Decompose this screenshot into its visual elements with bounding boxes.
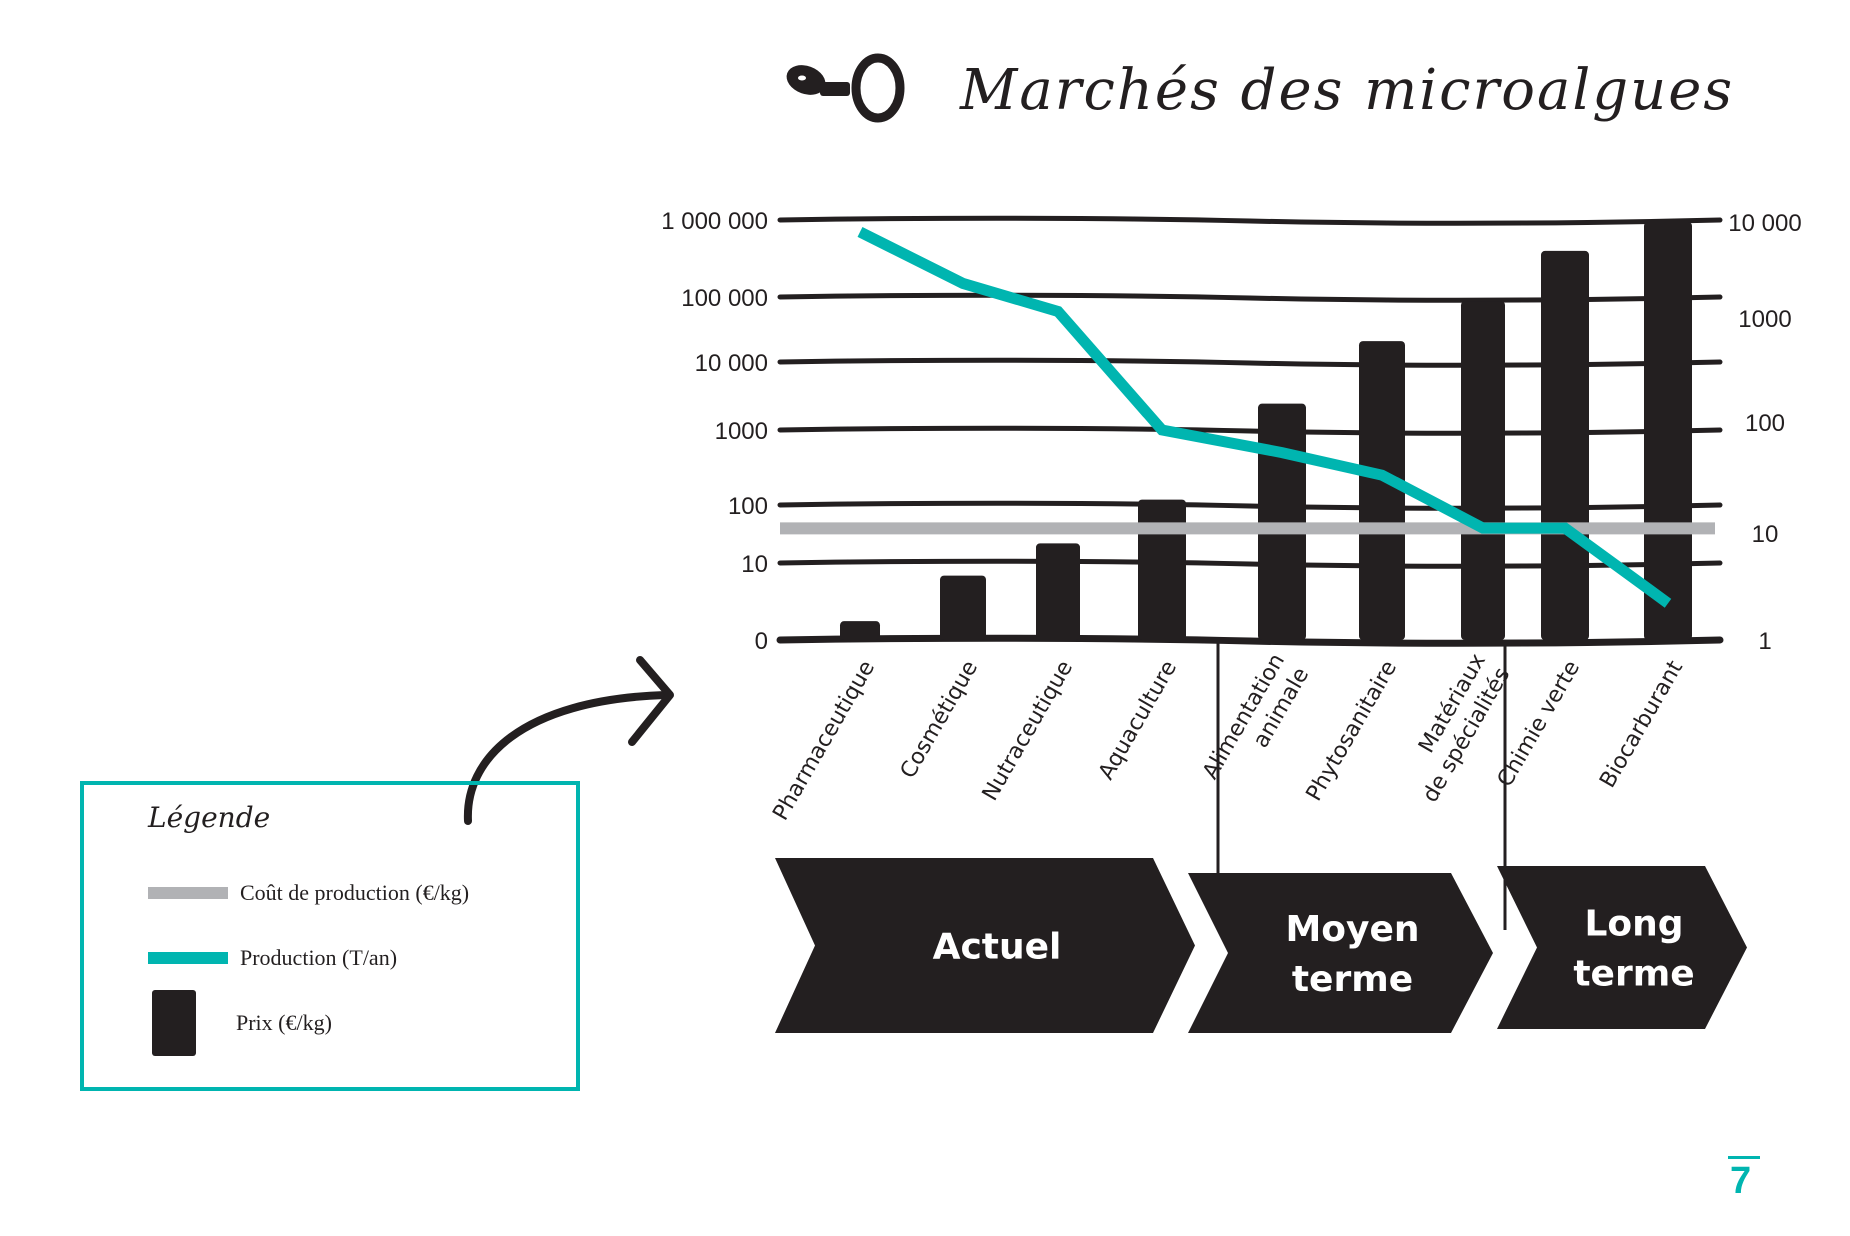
left-axis-tick: 10 000: [695, 350, 768, 377]
right-axis-tick: 10 000: [1728, 210, 1801, 237]
phase-arrow: [1188, 873, 1493, 1033]
cost-swatch: [148, 887, 228, 899]
magnifier-icon: [786, 53, 905, 123]
category-label-line: Cosmétique: [896, 657, 983, 783]
category-label: Cosmétique: [896, 657, 983, 783]
production-swatch: [148, 952, 228, 964]
category-label: Biocarburant: [1595, 656, 1688, 792]
right-axis-tick: 100: [1745, 410, 1785, 437]
category-label-line: Pharmaceutique: [768, 657, 880, 825]
page-title: Marchés des microalgues: [960, 58, 1735, 123]
arrowhead-icon: [628, 656, 674, 746]
price-bar: [1036, 543, 1080, 640]
left-axis-tick: 100: [728, 493, 768, 520]
price-bar: [1541, 250, 1589, 641]
curved-arrow-icon: [463, 691, 669, 825]
right-axis-tick: 10: [1752, 521, 1779, 548]
gridline: [777, 215, 1723, 226]
price-bar: [840, 621, 880, 640]
category-label-line: Nutraceutique: [978, 657, 1078, 806]
gridline: [776, 634, 1724, 647]
right-axis-tick: 1: [1758, 628, 1771, 655]
phase-label: terme: [1573, 954, 1694, 995]
left-axis-tick: 100 000: [681, 285, 768, 312]
price-bar: [1359, 341, 1405, 640]
legend-item-cost: Coût de production (€/kg): [148, 880, 469, 906]
legend-label: Prix (€/kg): [236, 1010, 332, 1035]
phase-arrow: [775, 858, 1195, 1033]
phase-label: terme: [1292, 959, 1413, 1000]
phase-arrow: [1497, 866, 1747, 1029]
left-axis-tick: 1000: [715, 418, 768, 445]
category-label-line: Biocarburant: [1595, 656, 1688, 792]
left-axis-tick: 10: [741, 551, 768, 578]
legend-item-production: Production (T/an): [148, 945, 397, 971]
legend-item-price: Prix (€/kg): [148, 990, 332, 1056]
legend-label: Production (T/an): [240, 945, 398, 970]
price-bar: [1258, 403, 1306, 640]
price-bar: [1461, 301, 1505, 640]
price-bar: [1644, 222, 1692, 640]
legend: Légende Coût de production (€/kg) Produc…: [80, 781, 580, 1091]
category-label: Pharmaceutique: [768, 657, 880, 825]
price-swatch: [152, 990, 196, 1056]
page-number: 7: [1727, 1156, 1761, 1202]
right-axis-tick: 1000: [1738, 306, 1791, 333]
left-axis-tick: 1 000 000: [661, 208, 768, 235]
category-label: Phytosanitaire: [1302, 657, 1402, 806]
left-axis-tick: 0: [755, 628, 768, 655]
category-label: Aquaculture: [1094, 657, 1182, 785]
phase-label: Long: [1584, 904, 1683, 945]
category-label-line: Phytosanitaire: [1302, 657, 1402, 806]
category-label-line: Aquaculture: [1094, 657, 1182, 785]
phase-label: Moyen: [1285, 909, 1419, 950]
legend-label: Coût de production (€/kg): [240, 880, 470, 905]
phase-label: Actuel: [933, 927, 1062, 968]
price-bar: [940, 575, 986, 640]
legend-title: Légende: [148, 801, 271, 834]
category-label: Nutraceutique: [978, 657, 1078, 806]
price-bar: [1138, 499, 1186, 640]
